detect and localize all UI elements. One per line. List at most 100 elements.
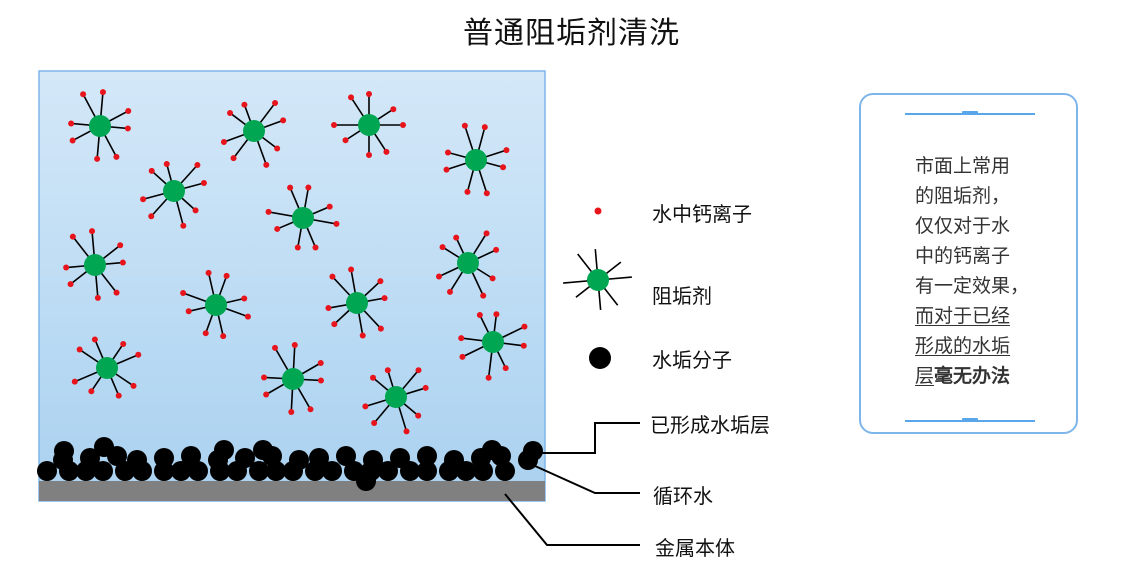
- calcium-ion: [223, 272, 230, 279]
- scale-molecule: [54, 441, 74, 461]
- calcium-ion: [120, 340, 127, 347]
- inhibitor-molecule: [325, 266, 388, 339]
- scale-molecule: [253, 440, 273, 460]
- legend-label-inhibitor: 阻垢剂: [652, 284, 712, 308]
- scale-molecule: [94, 437, 114, 457]
- calcium-ion: [88, 388, 95, 395]
- calcium-ion: [241, 295, 248, 302]
- calcium-ion: [148, 167, 155, 174]
- calcium-ion: [331, 122, 337, 128]
- calcium-ion: [163, 160, 170, 167]
- calcium-ion: [263, 161, 270, 168]
- inhibitor-core: [84, 254, 106, 276]
- inhibitor-core: [482, 331, 504, 353]
- scale-molecule: [336, 446, 356, 466]
- calcium-ion: [521, 323, 528, 330]
- scale-molecule: [214, 440, 234, 460]
- calcium-ion: [76, 346, 83, 353]
- scale-molecule: [444, 450, 464, 470]
- label-circulating-water: 循环水: [653, 484, 713, 508]
- inhibitor-molecule: [71, 336, 142, 399]
- inhibitor-molecule: [261, 342, 324, 415]
- inhibitor-molecule: [458, 311, 528, 381]
- calcium-ion: [274, 145, 281, 152]
- inhibitor-molecule: [362, 367, 429, 435]
- note-line-8: 层毫无办法: [915, 361, 1045, 391]
- calcium-ion: [220, 333, 227, 340]
- page-title: 普通阻垢剂清洗: [463, 16, 680, 51]
- scale-molecule: [249, 461, 269, 481]
- inhibitor-core: [243, 120, 265, 142]
- calcium-ion: [317, 360, 324, 366]
- calcium-ion: [287, 184, 294, 191]
- calcium-ion: [461, 122, 468, 129]
- note-card: 市面上常用 的阻垢剂， 仅仅对于水 中的钙离子 有一定效果， 而对于已经 形成的…: [859, 93, 1078, 434]
- calcium-ion: [446, 288, 453, 295]
- calcium-ion: [493, 246, 500, 253]
- inhibitor-core: [96, 357, 118, 379]
- calcium-ion: [500, 164, 507, 171]
- legend-icons-group: [563, 207, 632, 369]
- calcium-ion: [366, 152, 372, 158]
- calcium-ion: [124, 125, 131, 132]
- calcium-ion: [202, 330, 209, 337]
- calcium-ion: [180, 290, 187, 297]
- calcium-ion: [113, 289, 120, 296]
- water-leader: [534, 465, 640, 494]
- note-line-4: 中的钙离子: [915, 245, 1011, 267]
- scale-molecule: [417, 446, 437, 466]
- calcium-ion: [68, 120, 75, 127]
- calcium-ion: [415, 412, 422, 419]
- calcium-ion: [89, 228, 96, 235]
- calcium-ion: [274, 225, 281, 232]
- calcium-ion: [331, 321, 338, 328]
- calcium-ion: [403, 428, 410, 435]
- calcium-ion: [241, 101, 248, 108]
- calcium-ion: [291, 342, 298, 349]
- calcium-ion: [220, 138, 227, 145]
- inhibitor-core: [89, 115, 111, 137]
- calcium-ion: [464, 188, 471, 195]
- note-line-7: 形成的水垢: [915, 335, 1011, 357]
- calcium-ion: [381, 295, 388, 302]
- scale-molecule: [171, 461, 191, 481]
- calcium-ion: [377, 278, 384, 285]
- scale-molecule: [235, 448, 255, 468]
- calcium-ion: [305, 184, 312, 191]
- calcium-ion: [459, 353, 466, 360]
- calcium-ion: [333, 220, 340, 227]
- calcium-ion: [280, 117, 287, 124]
- calcium-ion: [342, 137, 349, 144]
- scale-layer-group: [37, 437, 543, 491]
- legend-label-scale-molecule: 水垢分子: [652, 348, 732, 372]
- inhibitor-core: [205, 294, 227, 316]
- inhibitor-molecule: [140, 160, 207, 229]
- calcium-ion: [115, 392, 122, 399]
- calcium-ion: [94, 155, 101, 162]
- calcium-ion: [265, 208, 272, 215]
- calcium-ion: [435, 273, 442, 280]
- scale-molecule: [80, 448, 100, 468]
- calcium-ion: [148, 213, 155, 220]
- calcium-ion: [91, 336, 98, 343]
- inhibitor-core: [346, 292, 368, 314]
- calcium-ion: [69, 233, 76, 240]
- calcium-ion: [185, 308, 192, 315]
- calcium-ion: [371, 420, 378, 427]
- calcium-ion: [520, 342, 527, 349]
- scale-molecule: [523, 441, 543, 461]
- inhibitor-core: [163, 180, 185, 202]
- legend-calcium-ion-icon: [594, 207, 602, 215]
- inhibitor-molecule: [220, 100, 287, 168]
- calcium-ion: [192, 207, 199, 214]
- calcium-ion: [244, 313, 251, 320]
- calcium-ion: [272, 100, 279, 107]
- inhibitor-molecules-group: [63, 89, 528, 435]
- calcium-ion: [476, 312, 483, 319]
- calcium-ion: [200, 179, 207, 186]
- calcium-ion: [366, 91, 372, 97]
- inhibitor-core: [587, 269, 609, 291]
- leader-lines: [504, 422, 640, 546]
- calcium-ion: [422, 384, 429, 391]
- calcium-ion: [326, 203, 333, 210]
